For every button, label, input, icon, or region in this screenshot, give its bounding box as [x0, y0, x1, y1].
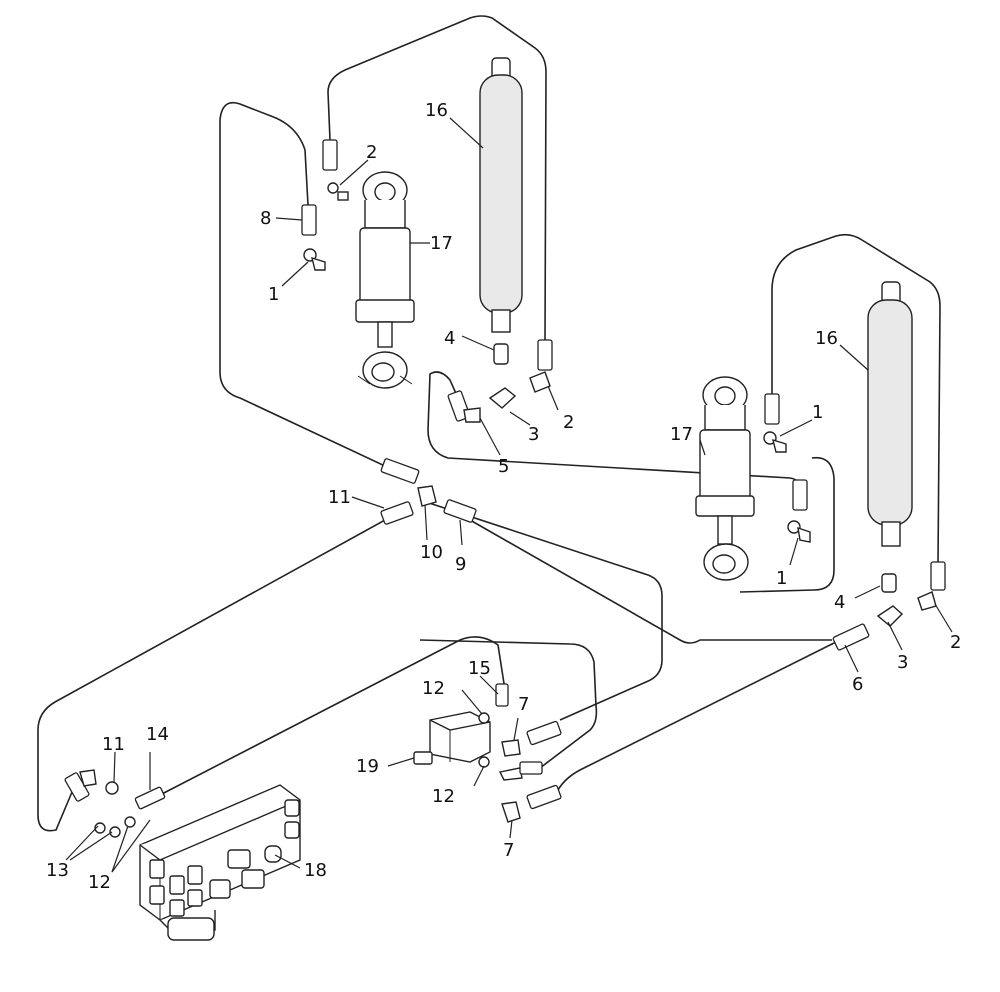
- hose-left-loop[interactable]: [219, 101, 386, 467]
- fitting-6: [832, 623, 870, 651]
- callout-1-right-upper: 1: [812, 402, 823, 423]
- hose-end-right-mid: [792, 479, 808, 511]
- hose-diagonal-long[interactable]: [469, 519, 832, 644]
- callout-7-upper: 7: [518, 694, 529, 715]
- callout-17-right: 17: [670, 424, 693, 445]
- fitting-10: [380, 501, 414, 525]
- callout-2-right: 2: [950, 632, 961, 653]
- valve-18: [64, 769, 301, 941]
- callout-8-left: 8: [260, 208, 271, 229]
- callout-14: 14: [146, 724, 169, 745]
- callout-7-lower: 7: [503, 840, 514, 861]
- fitting-15: [495, 683, 509, 707]
- callout-5: 5: [498, 456, 509, 477]
- callout-2-upper: 2: [366, 142, 377, 163]
- elbow-7-upper: [501, 739, 521, 757]
- callout-3-left: 3: [528, 424, 539, 445]
- fitting-12-upper: [478, 712, 490, 724]
- tee-3-right: [876, 605, 904, 627]
- callout-4-right: 4: [834, 592, 845, 613]
- callout-12-upper: 12: [422, 678, 445, 699]
- hose-right-top-loop[interactable]: [771, 233, 941, 566]
- fittings: [301, 139, 946, 823]
- fitting-11: [105, 781, 119, 795]
- callouts: 16 2 8 17 1 4 3 2 5 11 10 9 16 17 1 1 4 …: [46, 100, 961, 893]
- callout-11: 11: [102, 734, 125, 755]
- plug-19: [413, 751, 433, 765]
- callout-13: 13: [46, 860, 69, 881]
- hose-manifold-right-loop[interactable]: [419, 639, 598, 769]
- cylinder-17-left: [355, 171, 415, 389]
- callout-4-left: 4: [444, 328, 455, 349]
- accumulator-16-left: [479, 57, 523, 333]
- callout-2-center: 2: [563, 412, 574, 433]
- hose-right-small-loop[interactable]: [739, 456, 835, 593]
- hose-end-far-right: [930, 561, 946, 591]
- hose-left-lower-loop[interactable]: [37, 519, 386, 832]
- fitting-2-left: [327, 182, 339, 194]
- accumulator-16-right: [867, 281, 913, 547]
- fitting-1-right-lower: [787, 520, 801, 534]
- callout-17-left: 17: [430, 233, 453, 254]
- callout-12-valve: 12: [88, 872, 111, 893]
- hose-to-lower-elbow[interactable]: [557, 639, 841, 791]
- callout-3-right: 3: [897, 652, 908, 673]
- fitting-4-right: [881, 573, 897, 593]
- fitting-8-center: [443, 499, 477, 523]
- hose-manifold-arch[interactable]: [159, 636, 506, 796]
- elbow-2-center: [529, 371, 551, 393]
- callout-10: 11: [328, 487, 351, 508]
- callout-6: 6: [852, 674, 863, 695]
- hose-end-right-top: [764, 393, 780, 425]
- tee-3-left: [488, 387, 517, 409]
- elbow-9: [417, 485, 437, 507]
- callout-9: 10: [420, 542, 443, 563]
- hose-top-loop[interactable]: [327, 15, 547, 341]
- elbow-7-lower: [501, 801, 521, 823]
- callout-16-right: 16: [815, 328, 838, 349]
- fitting-upper-hose: [380, 458, 420, 484]
- callout-18: 18: [304, 860, 327, 881]
- callout-1-left: 1: [268, 284, 279, 305]
- callout-15: 15: [468, 658, 491, 679]
- callout-8-center: 9: [455, 554, 466, 575]
- hose-center-down[interactable]: [419, 499, 663, 721]
- fitting-4-left: [493, 343, 509, 365]
- elbow-5: [463, 407, 481, 423]
- callout-12-lower: 12: [432, 786, 455, 807]
- hose-end-fitting: [322, 139, 338, 171]
- hose-end-fitting-8: [301, 204, 317, 236]
- elbow-2-right: [917, 591, 937, 611]
- fitting-14: [134, 786, 166, 810]
- callout-1-right-lower: 1: [776, 568, 787, 589]
- callout-19: 19: [356, 756, 379, 777]
- leader-lines: [65, 117, 953, 873]
- hose-lines: [37, 15, 941, 832]
- callout-16-left: 16: [425, 100, 448, 121]
- fitting-12-lower: [478, 756, 490, 768]
- cylinder-17-right: [695, 376, 755, 581]
- hose-end-upper-right: [537, 339, 553, 371]
